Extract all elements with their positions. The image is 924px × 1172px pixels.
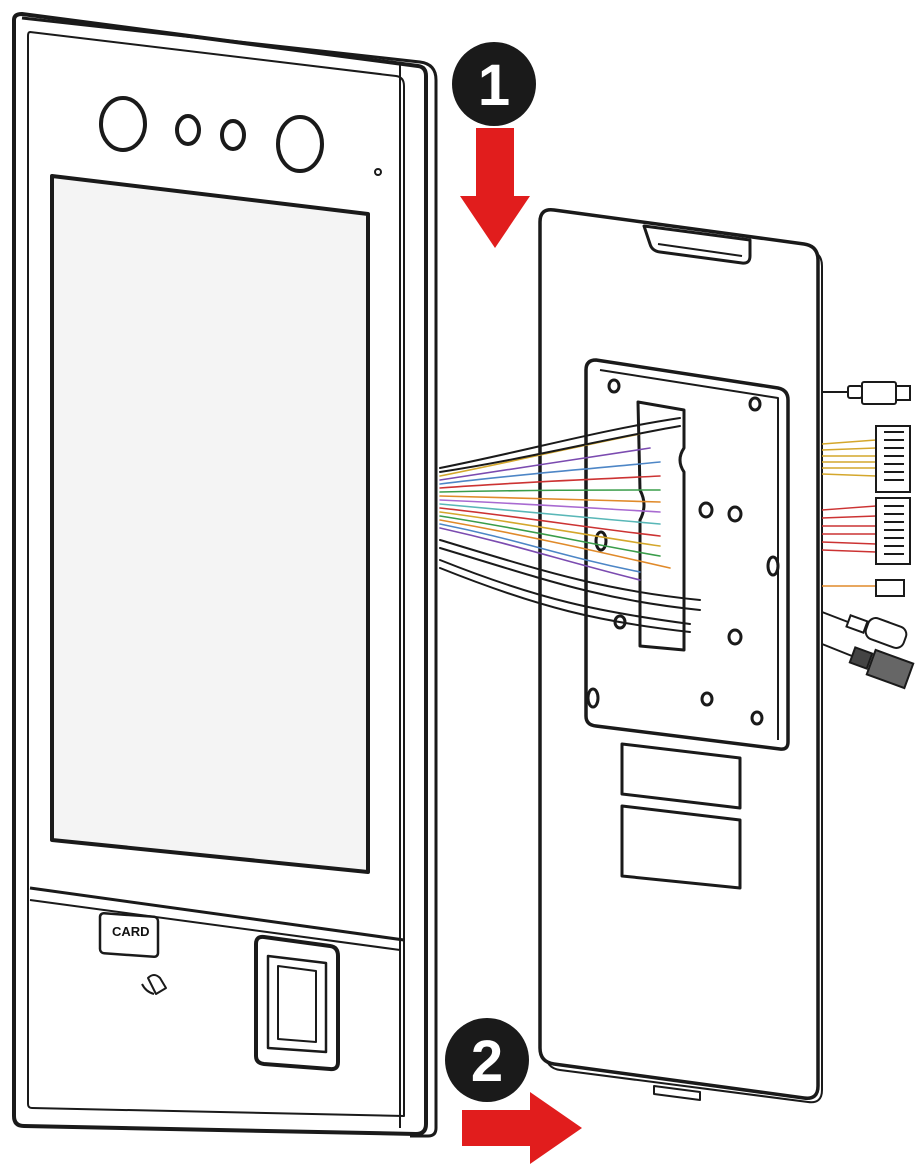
card-reader-label: CARD xyxy=(112,924,150,939)
step-1-badge xyxy=(452,42,536,126)
arrow-right-icon xyxy=(462,1092,582,1164)
rj45-network-jack xyxy=(821,643,915,690)
step-2: 2 xyxy=(445,1018,582,1164)
card-tap-icon xyxy=(98,912,167,995)
arrow-down-icon xyxy=(460,128,530,248)
fingerprint-sensor-icon xyxy=(254,934,340,1072)
terminal-block-2pin xyxy=(822,579,905,597)
ir-sensor-icon xyxy=(175,114,201,146)
step-2-number: 2 xyxy=(471,1029,503,1094)
wall-mount-bracket xyxy=(538,208,823,1104)
indicator-light xyxy=(374,168,382,176)
cable-connectors xyxy=(821,381,915,690)
mounting-holes xyxy=(586,378,780,726)
step-1: 1 xyxy=(452,42,536,248)
terminal-block-10pin xyxy=(821,497,911,565)
usb-connector xyxy=(822,381,911,405)
camera-lens-icon xyxy=(276,115,324,173)
display-screen xyxy=(50,174,370,874)
dc-power-jack xyxy=(821,611,908,649)
ir-sensor-icon xyxy=(220,119,246,151)
camera-lens-icon xyxy=(99,96,147,152)
access-control-terminal xyxy=(12,12,438,1138)
terminal-block-10pin xyxy=(821,425,911,493)
wire-harness xyxy=(439,417,701,633)
step-2-badge xyxy=(445,1018,529,1102)
step-1-number: 1 xyxy=(478,53,510,118)
